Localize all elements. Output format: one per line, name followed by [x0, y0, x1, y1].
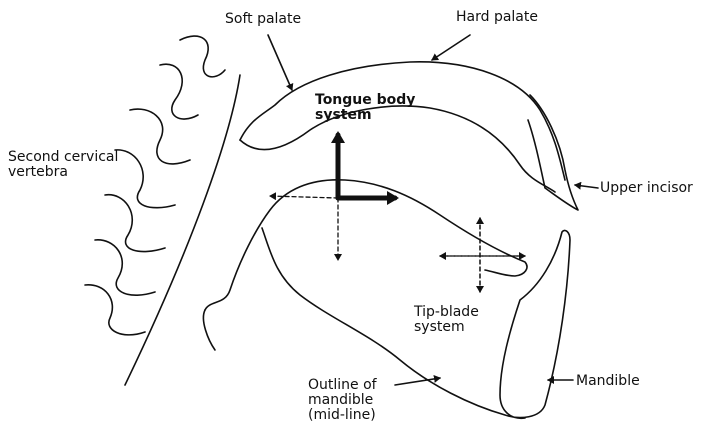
soft-palate-label: Soft palate: [225, 12, 301, 27]
mandible-label: Mandible: [576, 374, 640, 389]
outline-of-mandible-label: Outline of mandible (mid-line): [308, 378, 377, 423]
tongue-body-dashed-arrows: [270, 196, 338, 260]
tongue-body-system-label: Tongue body system: [315, 93, 415, 123]
upper-incisor-label: Upper incisor: [600, 181, 693, 196]
tip-blade-dashed-arrows: [440, 218, 525, 292]
hard-palate-label: Hard palate: [456, 10, 538, 25]
tip-blade-system-label: Tip-blade system: [414, 305, 479, 335]
second-cervical-vertebra-label: Second cervical vertebra: [8, 150, 118, 180]
upper-incisor-shape: [528, 95, 578, 210]
cervical-vertebrae: [85, 36, 240, 385]
